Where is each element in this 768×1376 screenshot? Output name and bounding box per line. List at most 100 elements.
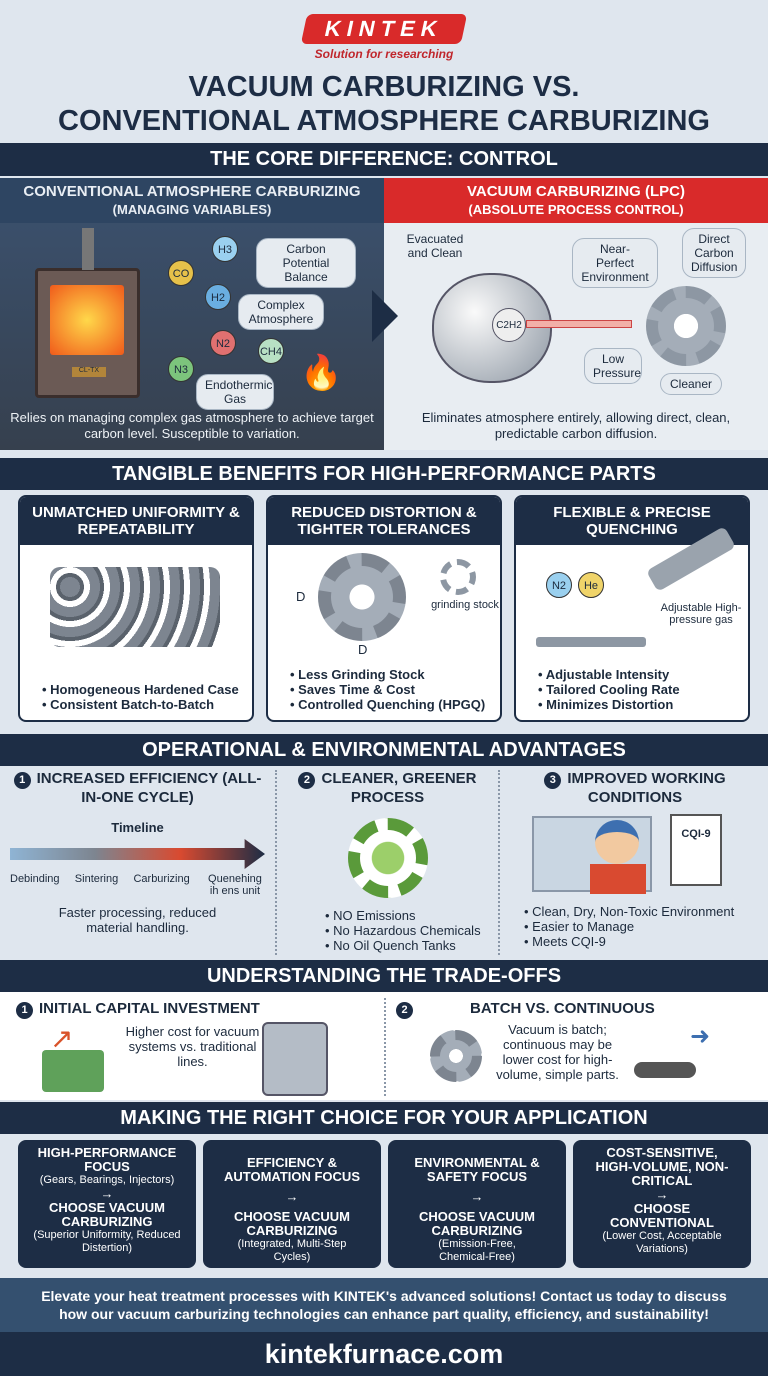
- arrow-icon: →: [470, 1189, 484, 1204]
- bullet: Adjustable Intensity: [538, 667, 680, 682]
- recommendation: CHOOSE VACUUM CARBURIZING: [48, 1200, 166, 1229]
- molecule-ch4: CH4: [258, 338, 284, 364]
- gas-label: Adjustable High-pressure gas: [660, 602, 742, 626]
- label-low-pressure: Low Pressure: [584, 348, 642, 384]
- step-debinding: Debinding: [10, 873, 60, 885]
- money-icon: [42, 1050, 104, 1092]
- title-line-1: VACUUM CARBURIZING VS.: [188, 71, 580, 103]
- molecule-co: CO: [168, 260, 194, 286]
- tradeoff-text: Higher cost for vacuum systems vs. tradi…: [125, 1024, 260, 1069]
- benefit-card-quenching: FLEXIBLE & PRECISE QUENCHING N2 He Adjus…: [514, 495, 750, 722]
- chimney-icon: [82, 228, 94, 270]
- arrow-up-icon: ↗: [50, 1023, 74, 1054]
- label-near-perfect: Near-Perfect Environment: [572, 238, 658, 288]
- label-endothermic-gas: Endothermic Gas: [196, 374, 274, 410]
- benefit-card-distortion: REDUCED DISTORTION & TIGHTER TOLERANCES …: [266, 495, 502, 722]
- molecule-h2: H2: [205, 284, 231, 310]
- focus: COST-SENSITIVE, HIGH-VOLUME, NON-CRITICA…: [595, 1145, 729, 1188]
- reason: (Integrated, Multi-Step Cycles): [237, 1238, 347, 1263]
- column-title: CLEANER, GREENER PROCESS: [321, 770, 477, 806]
- green-gear-leaf-icon: [347, 818, 428, 898]
- choice-header: MAKING THE RIGHT CHOICE FOR YOUR APPLICA…: [0, 1102, 768, 1134]
- cqi9-certificate-icon: CQI-9: [670, 814, 722, 886]
- benefit-card-uniformity: UNMATCHED UNIFORMITY & REPEATABILITY Hom…: [18, 495, 254, 722]
- worker-icon: [595, 820, 639, 864]
- efficiency-text: Faster processing, reduced material hand…: [58, 905, 217, 935]
- worker-body: [590, 864, 646, 894]
- molecule-h3: H3: [212, 236, 238, 262]
- recommendation: CHOOSE CONVENTIONAL: [610, 1201, 714, 1230]
- recommendation: CHOOSE VACUUM CARBURIZING: [233, 1209, 351, 1238]
- reason: (Superior Uniformity, Reduced Distertion…: [33, 1229, 181, 1254]
- label-evacuated: Evacuated and Clean: [406, 232, 464, 260]
- molecule-n2: N2: [546, 572, 572, 598]
- tradeoff-title: INITIAL CAPITAL INVESTMENT: [39, 1000, 260, 1017]
- molecule-n3: N3: [168, 356, 194, 382]
- choice-card-efficiency: EFFICIENCY & AUTOMATION FOCUS → CHOOSE V…: [203, 1140, 381, 1268]
- diffusion-arrow-icon: [526, 320, 632, 328]
- title-line-2: CONVENTIONAL ATMOSPHERE CARBURIZING: [58, 105, 710, 137]
- column-title: IMPROVED WORKING CONDITIONS: [567, 770, 726, 806]
- number-badge: 2: [396, 1002, 413, 1019]
- column-title: INCREASED EFFICIENCY (ALL-IN-ONE CYCLE): [36, 770, 262, 806]
- bullet: Homogeneous Hardened Case: [42, 682, 239, 697]
- vacuum-description: Eliminates atmosphere entirely, allowing…: [421, 410, 731, 441]
- dimension-label: D: [296, 589, 306, 604]
- gear-icon: [430, 1030, 482, 1082]
- bullet: No Oil Quench Tanks: [325, 938, 498, 953]
- bullet: Meets CQI-9: [524, 934, 760, 949]
- number-badge: 2: [298, 772, 316, 789]
- number-badge: 1: [13, 772, 31, 789]
- focus-detail: (Gears, Bearings, Injectors): [39, 1174, 175, 1186]
- focus: HIGH-PERFORMANCE FOCUS: [37, 1145, 177, 1174]
- arrow-icon: →: [285, 1189, 299, 1204]
- core-header: THE CORE DIFFERENCE: CONTROL: [0, 143, 768, 176]
- card-title: FLEXIBLE & PRECISE QUENCHING: [516, 497, 748, 545]
- choice-card-high-performance: HIGH-PERFORMANCE FOCUS (Gears, Bearings,…: [18, 1140, 196, 1268]
- molecule-c2h2: C2H2: [492, 308, 526, 342]
- arrow-right-icon: [372, 290, 398, 342]
- conventional-subtitle: (MANAGING VARIABLES): [112, 202, 272, 217]
- number-badge: 3: [544, 772, 562, 789]
- conventional-panel: CONVENTIONAL ATMOSPHERE CARBURIZING(MANA…: [0, 178, 384, 450]
- step-carburizing: Carburizing: [133, 873, 190, 885]
- bullet: Saves Time & Cost: [290, 682, 485, 697]
- vacuum-title: VACUUM CARBURIZING (LPC): [466, 183, 686, 200]
- vacuum-subtitle: (ABSOLUTE PROCESS CONTROL): [468, 202, 684, 217]
- furnace-label: CL-TX: [72, 367, 106, 377]
- reason: (Emission-Free, Chemical-Free): [438, 1238, 516, 1263]
- bullet: No Hazardous Chemicals: [325, 923, 498, 938]
- choice-card-environmental: ENVIRONMENTAL & SAFETY FOCUS → CHOOSE VA…: [388, 1140, 566, 1268]
- flame-icon: 🔥: [300, 354, 343, 392]
- website-link[interactable]: kintekfurnace.com: [0, 1332, 768, 1376]
- call-to-action: Elevate your heat treatment processes wi…: [0, 1278, 768, 1332]
- tradeoff-title: BATCH VS. CONTINUOUS: [470, 1000, 655, 1017]
- choice-card-cost-sensitive: COST-SENSITIVE, HIGH-VOLUME, NON-CRITICA…: [573, 1140, 751, 1268]
- page-title: VACUUM CARBURIZING VS.CONVENTIONAL ATMOS…: [0, 70, 768, 138]
- step-sintering: Sintering: [74, 873, 119, 885]
- conventional-description: Relies on managing complex gas atmospher…: [10, 410, 374, 441]
- label-cleaner: Cleaner: [660, 373, 722, 395]
- conveyor-icon: [634, 1062, 696, 1078]
- bullet: Consistent Batch-to-Batch: [42, 697, 239, 712]
- furnace-icon: CL-TX: [35, 268, 140, 398]
- card-title: REDUCED DISTORTION & TIGHTER TOLERANCES: [268, 497, 500, 545]
- tradeoff-text: Vacuum is batch; continuous may be lower…: [496, 1022, 619, 1082]
- step-quenching: Quenehing ih ens unit: [208, 873, 262, 897]
- label-carbon-potential: Carbon Potential Balance: [256, 238, 356, 288]
- plate-icon: [536, 637, 646, 647]
- bullet: Minimizes Distortion: [538, 697, 680, 712]
- bullet: NO Emissions: [325, 908, 498, 923]
- efficiency-column: 1 INCREASED EFFICIENCY (ALL-IN-ONE CYCLE)…: [10, 770, 265, 955]
- bullet: Controlled Quenching (HPGQ): [290, 697, 485, 712]
- timeline-label: Timeline: [111, 820, 164, 835]
- dimension-label: D: [358, 642, 368, 657]
- recommendation: CHOOSE VACUUM CARBURIZING: [418, 1209, 536, 1238]
- gear-icon: [646, 286, 726, 366]
- arrow-right-icon: ➜: [690, 1023, 711, 1050]
- bullet: Less Grinding Stock: [290, 667, 485, 682]
- gears-icon: [50, 567, 220, 647]
